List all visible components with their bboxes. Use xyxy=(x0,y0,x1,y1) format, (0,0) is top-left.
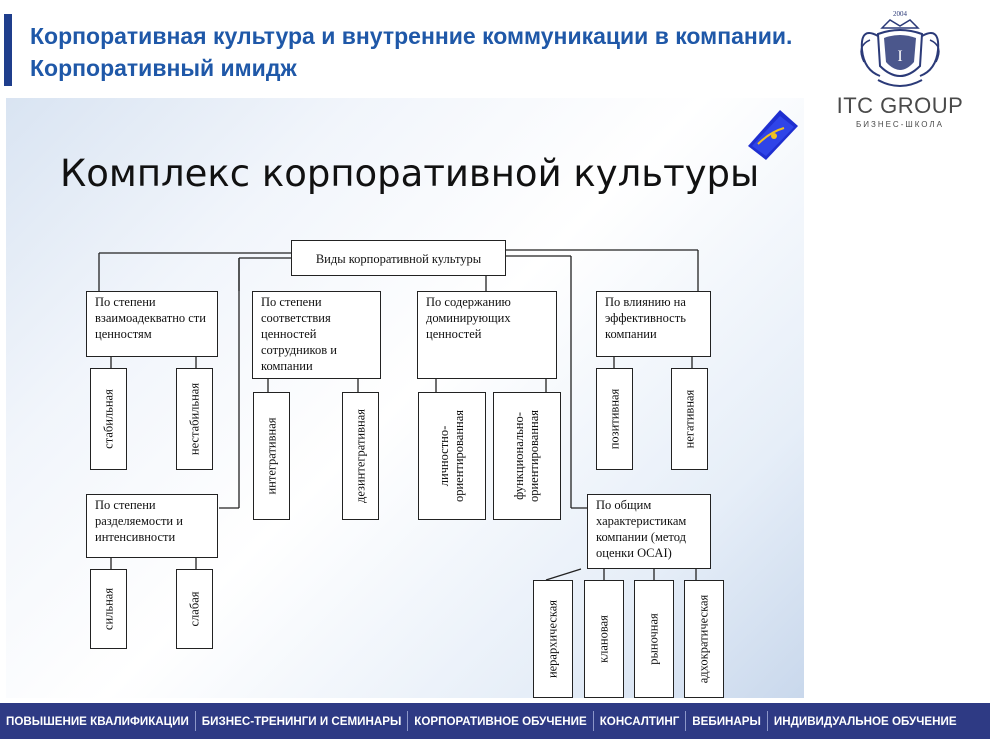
leaf-integrative: интегративная xyxy=(253,392,290,520)
footer-link-webinars[interactable]: ВЕБИНАРЫ xyxy=(692,714,761,728)
slide-title: Комплекс корпоративной культуры xyxy=(60,152,760,195)
svg-text:I: I xyxy=(897,48,902,65)
leaf-negative: негативная xyxy=(671,368,708,470)
leaf-disintegrative: дезинтегративная xyxy=(342,392,379,520)
category-effect: По влиянию на эффективность компании xyxy=(596,291,711,357)
slide-content: Комплекс корпоративной культуры xyxy=(6,98,804,698)
category-intensity: По степени разделяемости и интенсивности xyxy=(86,494,218,558)
leaf-stable: стабильная xyxy=(90,368,127,470)
footer-divider xyxy=(407,711,409,731)
footer-link-consulting[interactable]: КОНСАЛТИНГ xyxy=(599,714,680,728)
company-logo[interactable]: 2004 I ITC GROUP БИЗНЕС-ШКОЛА xyxy=(820,6,980,136)
category-content: По содержанию доминирующих ценностей xyxy=(417,291,557,379)
footer-nav: ПОВЫШЕНИЕ КВАЛИФИКАЦИИ БИЗНЕС-ТРЕНИНГИ И… xyxy=(0,703,990,739)
leaf-weak: слабая xyxy=(176,569,213,649)
footer-link-corporate[interactable]: КОРПОРАТИВНОЕ ОБУЧЕНИЕ xyxy=(414,714,587,728)
leaf-positive: позитивная xyxy=(596,368,633,470)
logo-name: ITC GROUP xyxy=(836,93,964,118)
footer-divider xyxy=(766,711,768,731)
leaf-market: рыночная xyxy=(634,580,674,698)
footer-link-trainings[interactable]: БИЗНЕС-ТРЕНИНГИ И СЕМИНАРЫ xyxy=(201,714,402,728)
pen-book-icon xyxy=(748,110,798,160)
root-node: Виды корпоративной культуры xyxy=(291,240,506,276)
category-values: По степени взаимоадекватно сти ценностям xyxy=(86,291,218,357)
leaf-hierarchical: иерархическая xyxy=(533,580,573,698)
leaf-functional: функционально-ориентированная xyxy=(493,392,561,520)
category-conformity: По степени соответствия ценностей сотруд… xyxy=(252,291,381,379)
page-title: Корпоративная культура и внутренние комм… xyxy=(30,23,793,81)
diagram-connectors xyxy=(98,249,699,581)
category-ocai: По общим характеристикам компании (метод… xyxy=(587,494,711,569)
leaf-strong: сильная xyxy=(90,569,127,649)
footer-divider xyxy=(685,711,687,731)
leaf-clan: клановая xyxy=(584,580,624,698)
leaf-unstable: нестабильная xyxy=(176,368,213,470)
crest-icon: 2004 I xyxy=(860,10,940,87)
footer-link-qualification[interactable]: ПОВЫШЕНИЕ КВАЛИФИКАЦИИ xyxy=(6,714,189,728)
header-accent-bar xyxy=(4,14,12,86)
logo-subtitle: БИЗНЕС-ШКОЛА xyxy=(855,120,944,129)
footer-divider xyxy=(592,711,594,731)
footer-divider xyxy=(194,711,196,731)
leaf-personal: личностно-ориентированная xyxy=(418,392,486,520)
footer-link-individual[interactable]: ИНДИВИДУАЛЬНОЕ ОБУЧЕНИЕ xyxy=(773,714,957,728)
leaf-adhocratic: адхократическая xyxy=(684,580,724,698)
logo-year: 2004 xyxy=(893,10,908,18)
